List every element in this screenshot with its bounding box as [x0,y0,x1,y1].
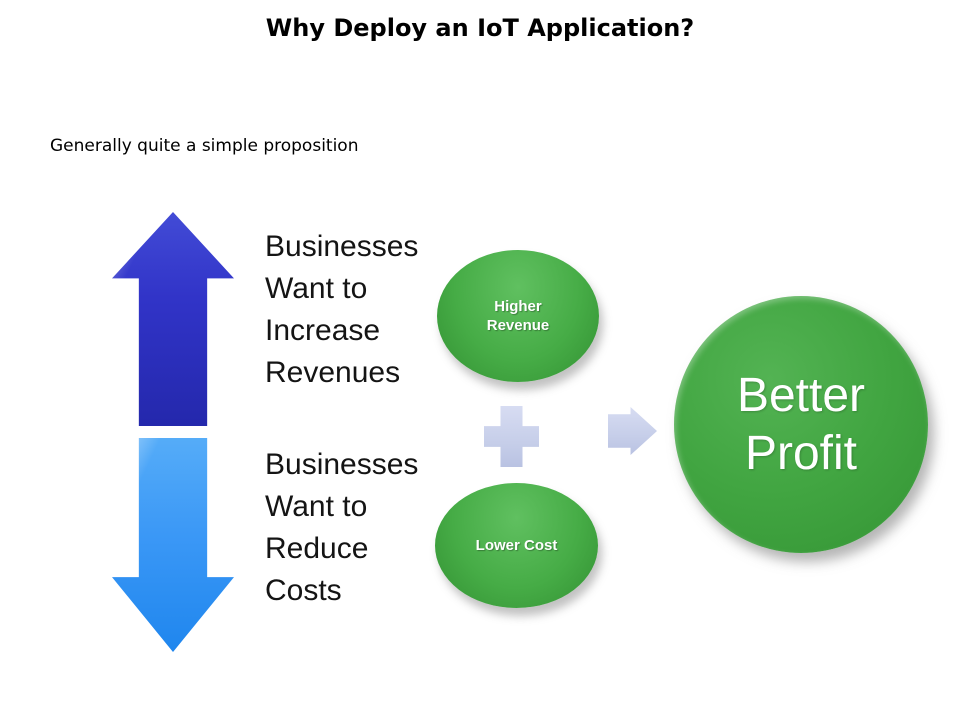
label-line: Businesses [265,230,419,263]
higher-revenue-bubble: Higher Revenue [437,250,599,382]
label-line: Businesses [265,448,419,481]
lower-cost-bubble: Lower Cost [435,483,598,608]
down-arrow-icon [112,438,234,652]
bubble-label-line: Higher [494,298,542,315]
bubble-label-line: Revenue [486,317,550,334]
better-profit-bubble: Better Profit [674,296,928,553]
bubble-label-line: Lower Cost [475,537,558,554]
increase-revenues-label: Businesses Want to Increase Revenues [265,226,475,394]
label-line: Revenues [265,356,401,389]
plus-icon [484,406,539,467]
slide-subtitle: Generally quite a simple proposition [50,136,359,156]
up-arrow-icon [112,212,234,426]
bubble-label-line: Profit [744,426,858,480]
slide-title: Why Deploy an IoT Application? [265,14,695,42]
label-line: Increase [265,314,381,347]
label-line: Costs [265,574,342,607]
right-arrow-icon [608,407,657,455]
label-line: Want to [265,490,368,523]
reduce-costs-label: Businesses Want to Reduce Costs [265,444,475,612]
bubble-label-line: Better [736,368,866,422]
label-line: Reduce [265,532,369,565]
label-line: Want to [265,272,368,305]
